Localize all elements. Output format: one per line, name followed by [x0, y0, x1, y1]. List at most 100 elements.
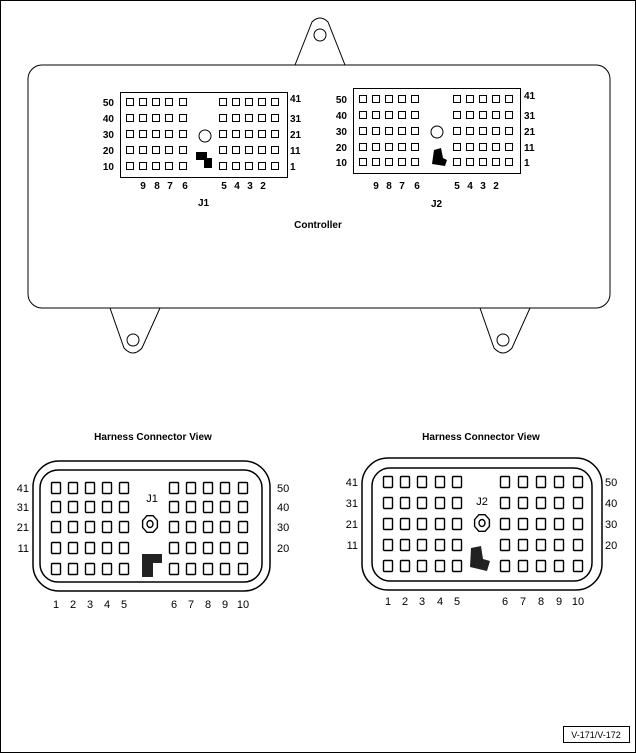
pin-cavity — [139, 98, 147, 106]
pin-cavity — [165, 162, 173, 170]
column-label: 7 — [188, 599, 194, 611]
pin-cavity — [572, 496, 584, 510]
pin-cavity — [168, 562, 180, 576]
pin-cavity — [466, 95, 474, 103]
pin-cavity — [118, 562, 130, 576]
pin-cavity — [118, 541, 130, 555]
pin-cavity — [152, 162, 160, 170]
row-label-left: 50 — [103, 98, 115, 109]
pin-cavity — [385, 127, 393, 135]
pin-cavity — [271, 146, 279, 154]
pin-cavity — [232, 114, 240, 122]
pin-cavity — [453, 143, 461, 151]
figure-id-box — [563, 726, 630, 743]
harness-j1-name: J1 — [146, 493, 158, 505]
pin-cavity — [232, 130, 240, 138]
column-label: 3 — [247, 181, 253, 192]
pin-cavity — [434, 559, 446, 573]
pin-cavity — [165, 114, 173, 122]
row-label-left: 21 — [346, 519, 358, 531]
pin-cavity — [50, 520, 62, 534]
pin-cavity — [572, 538, 584, 552]
column-label: 4 — [234, 181, 240, 192]
pin-cavity — [434, 496, 446, 510]
pin-cavity — [499, 496, 511, 510]
row-label-right: 50 — [605, 477, 617, 489]
pin-cavity — [67, 500, 79, 514]
pin-cavity — [50, 481, 62, 495]
row-label-left: 30 — [103, 130, 115, 141]
column-label: 7 — [167, 181, 173, 192]
pin-cavity — [258, 130, 266, 138]
pin-cavity — [101, 500, 113, 514]
row-label-right: 1 — [290, 162, 296, 173]
row-label-right: 21 — [524, 127, 536, 138]
pin-cavity — [416, 496, 428, 510]
pin-cavity — [202, 541, 214, 555]
pin-cavity — [382, 475, 394, 489]
pin-cavity — [505, 127, 513, 135]
pin-cavity — [398, 158, 406, 166]
pin-cavity — [553, 517, 565, 531]
column-label: 4 — [104, 599, 110, 611]
column-label: 3 — [480, 181, 486, 192]
key-mark — [470, 546, 490, 571]
pin-cavity — [372, 95, 380, 103]
pin-cavity — [168, 481, 180, 495]
pin-cavity — [126, 162, 134, 170]
column-label: 9 — [222, 599, 228, 611]
pin-cavity — [126, 98, 134, 106]
pin-cavity — [219, 541, 231, 555]
row-label-left: 11 — [18, 543, 29, 555]
column-label: 6 — [171, 599, 177, 611]
pin-cavity — [237, 500, 249, 514]
pin-cavity — [453, 95, 461, 103]
polarization-post-center — [146, 519, 154, 529]
pin-cavity — [553, 475, 565, 489]
column-label: 2 — [402, 596, 408, 608]
pin-cavity — [453, 158, 461, 166]
pin-cavity — [434, 538, 446, 552]
pin-cavity — [451, 559, 463, 573]
pin-cavity — [185, 541, 197, 555]
row-label-right: 50 — [277, 483, 289, 495]
row-label-right: 30 — [277, 522, 289, 534]
pin-cavity — [118, 520, 130, 534]
pin-cavity — [168, 520, 180, 534]
pin-cavity — [517, 559, 529, 573]
controller-body — [27, 64, 611, 309]
pin-cavity — [179, 114, 187, 122]
polarization-hole — [198, 129, 212, 143]
pin-cavity — [101, 562, 113, 576]
row-label-right: 20 — [277, 543, 289, 555]
pin-cavity — [179, 146, 187, 154]
pin-cavity — [237, 520, 249, 534]
pin-cavity — [517, 517, 529, 531]
pin-cavity — [179, 98, 187, 106]
pin-cavity — [271, 114, 279, 122]
pin-cavity — [479, 127, 487, 135]
pin-cavity — [101, 481, 113, 495]
pin-cavity — [466, 127, 474, 135]
pin-cavity — [517, 496, 529, 510]
pin-cavity — [372, 111, 380, 119]
connector-name-j2: J2 — [431, 199, 443, 210]
column-label: 5 — [454, 181, 460, 192]
row-label-left: 31 — [346, 498, 358, 510]
pin-cavity — [245, 162, 253, 170]
pin-cavity — [168, 541, 180, 555]
column-label: 9 — [140, 181, 146, 192]
row-label-left: 10 — [103, 162, 115, 173]
column-label: 8 — [538, 596, 544, 608]
pin-cavity — [398, 111, 406, 119]
pin-cavity — [434, 475, 446, 489]
harness-j2-name: J2 — [476, 496, 488, 508]
pin-cavity — [451, 538, 463, 552]
pin-cavity — [517, 475, 529, 489]
figure-id: V-171/V-172 — [571, 730, 621, 740]
pin-cavity — [67, 520, 79, 534]
pin-cavity — [479, 95, 487, 103]
pin-cavity — [271, 130, 279, 138]
pin-cavity — [492, 111, 500, 119]
column-label: 9 — [373, 181, 379, 192]
